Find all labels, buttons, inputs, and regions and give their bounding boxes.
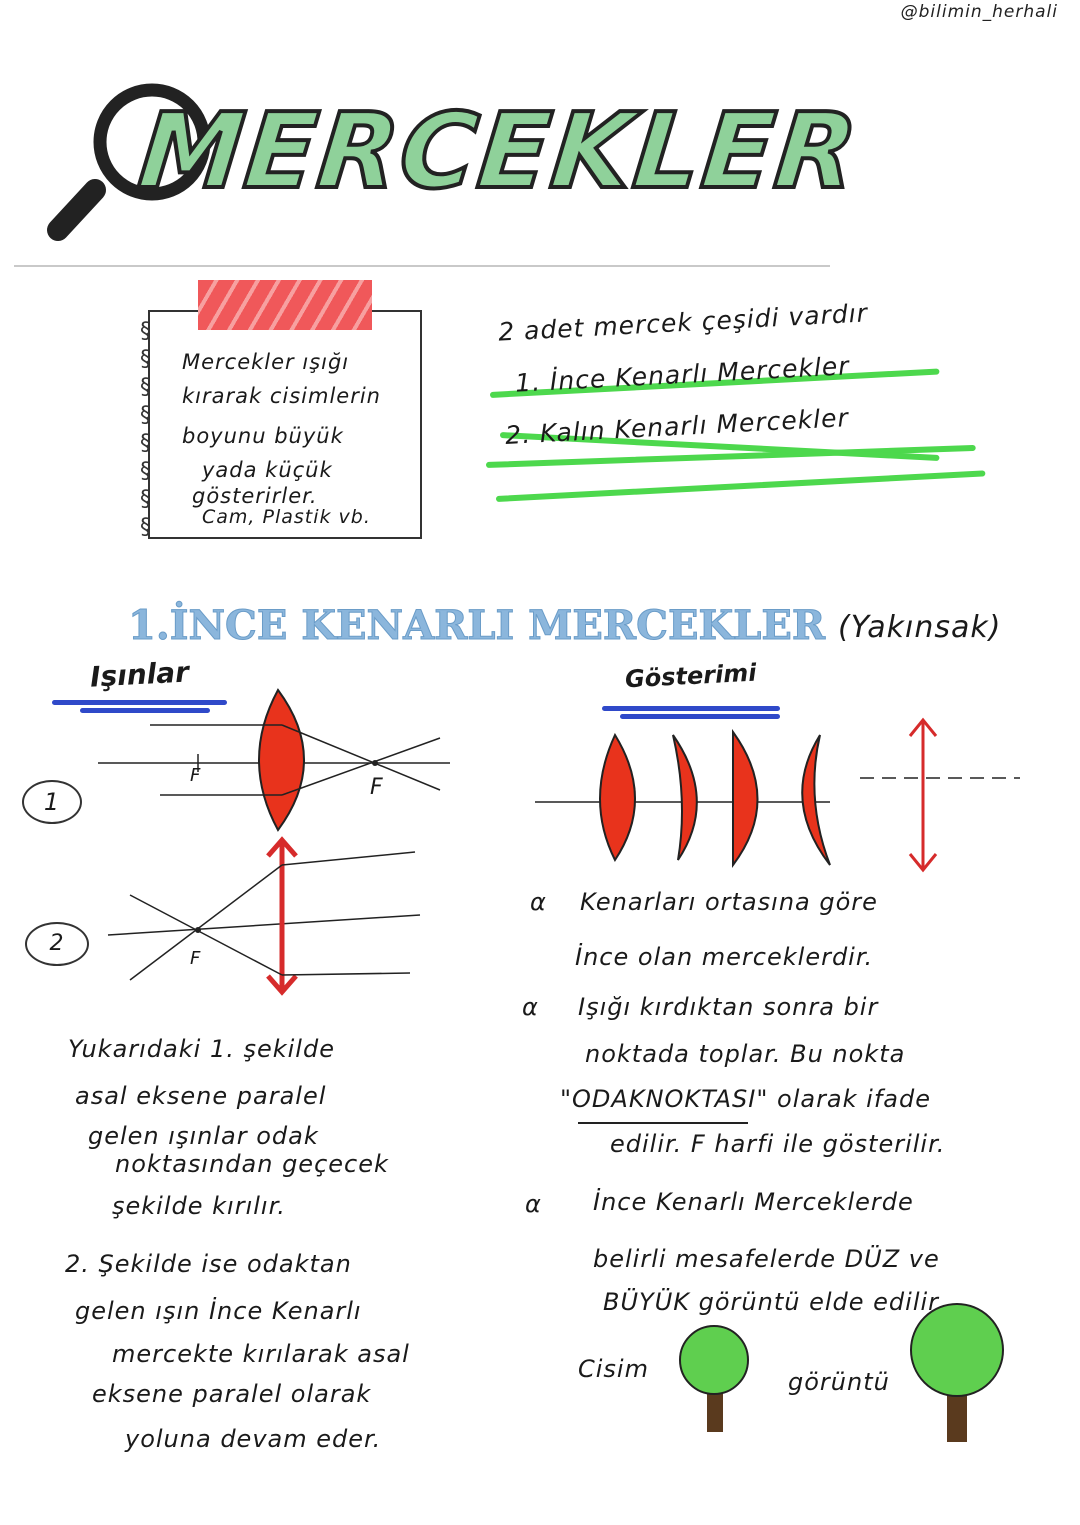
text-line: BÜYÜK görüntü elde edilir. <box>603 1288 946 1316</box>
underline <box>620 714 780 719</box>
ray-diagram-2 <box>107 836 421 996</box>
text-line: "ODAKNOKTASI" olarak ifade <box>560 1085 931 1113</box>
ray-diagram-1 <box>98 688 450 832</box>
note-line: kırarak cisimlerin <box>182 384 381 408</box>
text-line: mercekte kırılarak asal <box>112 1340 410 1368</box>
text-line: gelen ışınlar odak <box>88 1122 319 1150</box>
display-heading: Gösterimi <box>624 658 758 694</box>
type-item: 1. İnce Kenarlı Mercekler <box>514 351 851 398</box>
magnifier-icon <box>47 83 211 241</box>
note-line: boyunu büyük <box>182 424 344 448</box>
figure-number: 1 <box>22 780 82 824</box>
types-intro: 2 adet mercek çeşidi vardır <box>497 298 869 347</box>
focus-label: F <box>370 775 384 800</box>
text-line: asal eksene paralel <box>75 1082 327 1110</box>
lens-symbols <box>535 717 1020 873</box>
underline <box>578 1122 748 1124</box>
alpha-bullet: α <box>522 993 539 1021</box>
image-label: görüntü <box>788 1368 890 1396</box>
text-line: eksene paralel olarak <box>92 1380 372 1408</box>
text-line: Kenarları ortasına göre <box>580 888 878 916</box>
tape-decoration <box>198 280 372 330</box>
text-line: şekilde kırılır. <box>112 1192 286 1220</box>
text-line: İnce olan merceklerdir. <box>575 943 874 971</box>
note-line: gösterirler. <box>192 484 318 508</box>
divider <box>14 265 830 267</box>
text-line: İnce Kenarlı Merceklerde <box>593 1188 914 1216</box>
tree-icon <box>679 1325 749 1432</box>
text-line: edilir. F harfi ile gösterilir. <box>610 1130 946 1158</box>
alpha-bullet: α <box>525 1190 542 1218</box>
focus-label: F <box>190 948 202 969</box>
alpha-bullet: α <box>530 888 547 916</box>
text-line: Yukarıdaki 1. şekilde <box>68 1035 335 1063</box>
highlight <box>495 470 986 502</box>
text-line: noktasından geçecek <box>115 1150 389 1178</box>
spiral-binding: §§§§§§§§ <box>140 319 151 540</box>
text-line: noktada toplar. Bu nokta <box>585 1040 906 1068</box>
text-line: 2. Şekilde ise odaktan <box>65 1250 352 1278</box>
text-line: gelen ışın İnce Kenarlı <box>75 1297 362 1325</box>
object-label: Cisim <box>578 1355 649 1383</box>
underline <box>80 708 210 713</box>
underline <box>602 706 780 711</box>
figure-number: 2 <box>25 922 89 966</box>
note-line: yada küçük <box>202 458 333 482</box>
section-title: 1.İNCE KENARLI MERCEKLER <box>127 602 826 650</box>
tree-icon <box>910 1303 1004 1442</box>
text-line: Işığı kırdıktan sonra bir <box>578 993 879 1021</box>
focus-label: F <box>190 765 202 786</box>
watermark: @bilimin_herhali <box>900 2 1058 22</box>
underline <box>52 700 227 705</box>
page-title: MERCEKLER <box>132 88 867 214</box>
text-line: belirli mesafelerde DÜZ ve <box>593 1245 940 1273</box>
note-line: Cam, Plastik vb. <box>202 506 371 528</box>
note-line: Mercekler ışığı <box>182 350 350 374</box>
section-subtitle: (Yakınsak) <box>838 610 1002 645</box>
text-line: yoluna devam eder. <box>125 1425 382 1453</box>
